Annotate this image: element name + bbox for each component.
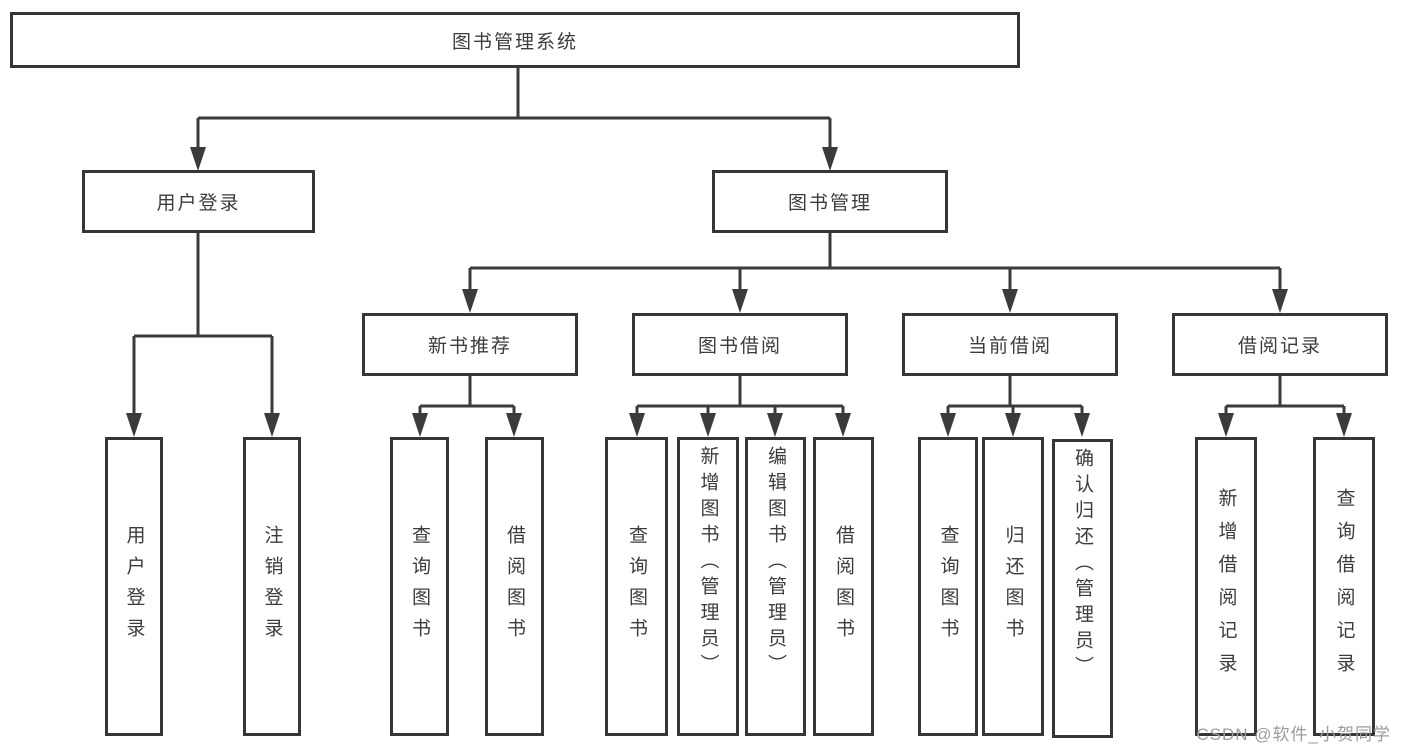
leaf-borrow-books: 借阅图书 <box>813 437 874 736</box>
leaf-query-borrow-record: 查询借阅记录 <box>1313 437 1375 736</box>
node-label: 借阅记录 <box>1237 336 1322 357</box>
node-book-borrow: 图书借阅 <box>632 313 848 376</box>
node-new-book-recommend: 新书推荐 <box>362 313 578 376</box>
leaf-edit-books-admin: 编辑图书（管理员） <box>745 437 806 736</box>
leaf-query-books-recommend: 查询图书 <box>390 437 449 736</box>
leaf-logout: 注销登录 <box>243 437 301 736</box>
leaf-confirm-return-admin: 确认归还（管理员） <box>1052 439 1113 738</box>
leaf-query-books-borrow: 查询图书 <box>605 437 668 736</box>
leaf-add-books-admin: 新增图书（管理员） <box>677 437 739 736</box>
leaf-borrow-books-recommend: 借阅图书 <box>485 437 544 736</box>
node-label: 归还图书 <box>1002 524 1024 649</box>
node-current-borrow: 当前借阅 <box>902 313 1118 376</box>
node-label: 查询借阅记录 <box>1333 487 1355 686</box>
node-label: 图书管理系统 <box>451 31 578 53</box>
node-label: 图书借阅 <box>697 336 782 357</box>
node-label: 当前借阅 <box>967 336 1052 357</box>
leaf-return-books: 归还图书 <box>982 437 1044 736</box>
node-label: 用户登录 <box>123 524 145 649</box>
node-label: 查询图书 <box>937 524 959 649</box>
node-root-system: 图书管理系统 <box>10 12 1020 68</box>
node-label: 编辑图书（管理员） <box>765 446 786 680</box>
node-label: 新书推荐 <box>427 336 512 357</box>
node-label: 查询图书 <box>409 524 430 649</box>
node-user-login-branch: 用户登录 <box>82 170 315 233</box>
node-label: 用户登录 <box>156 193 241 214</box>
node-label: 确认归还（管理员） <box>1072 448 1093 682</box>
node-label: 图书管理 <box>787 193 872 214</box>
leaf-user-login: 用户登录 <box>105 437 163 736</box>
node-label: 新增借阅记录 <box>1215 487 1237 686</box>
node-label: 新增图书（管理员） <box>697 446 719 680</box>
node-label: 借阅图书 <box>504 524 525 649</box>
csdn-watermark: CSDN @软件_小贺同学 <box>1196 725 1391 744</box>
leaf-query-books-current: 查询图书 <box>918 437 978 736</box>
node-borrow-record: 借阅记录 <box>1172 313 1388 376</box>
node-book-management-branch: 图书管理 <box>712 170 948 233</box>
leaf-add-borrow-record: 新增借阅记录 <box>1195 437 1257 736</box>
node-label: 借阅图书 <box>833 524 854 649</box>
node-label: 注销登录 <box>261 524 283 649</box>
node-label: 查询图书 <box>626 524 647 649</box>
